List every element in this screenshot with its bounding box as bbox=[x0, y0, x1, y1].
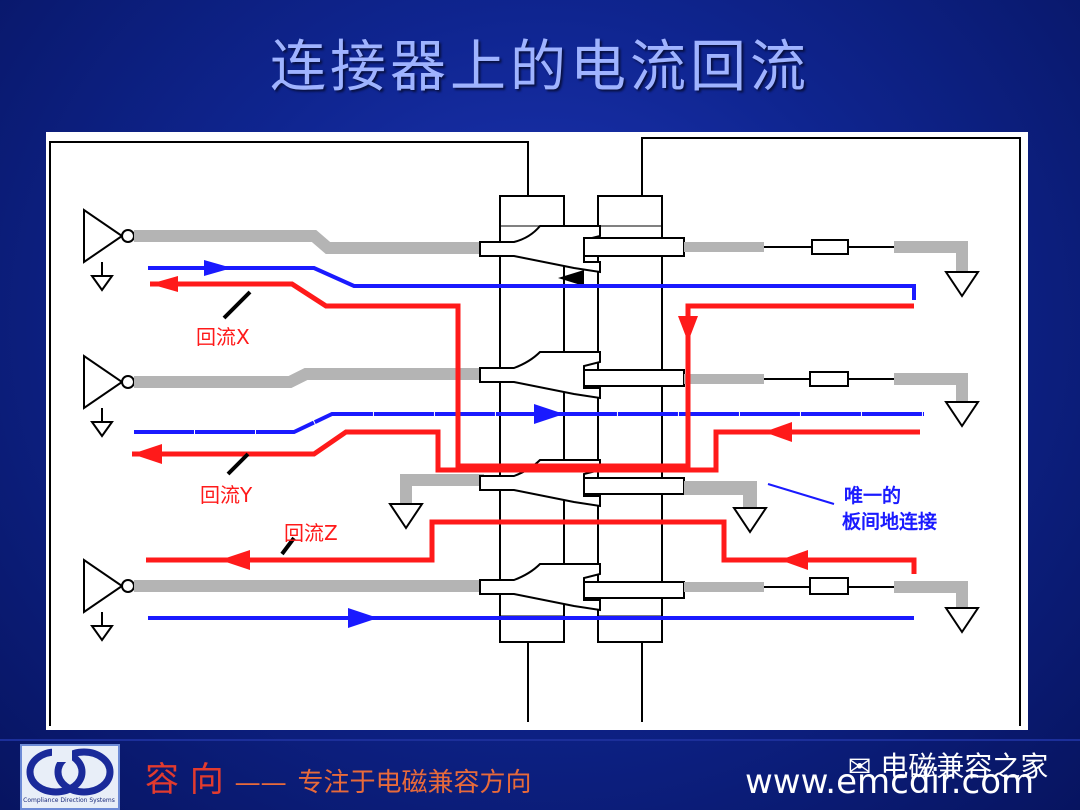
logo-tagline: Compliance Direction Systems bbox=[23, 797, 115, 804]
load-1 bbox=[811, 239, 849, 255]
slogan: 容 向 —— 专注于电磁兼容方向 bbox=[145, 752, 531, 801]
trace-2-left bbox=[134, 368, 484, 388]
ground-shared-left bbox=[388, 503, 424, 530]
pin-1-female bbox=[583, 237, 685, 257]
pin-3-male bbox=[479, 563, 601, 612]
label-return-y: 回流Y bbox=[200, 483, 253, 507]
logo-mark-icon bbox=[26, 746, 114, 796]
label-return-z: 回流Z bbox=[284, 521, 338, 545]
ground-trace-left bbox=[400, 474, 484, 504]
pin-2-male bbox=[479, 351, 601, 400]
slogan-dash: —— bbox=[234, 768, 287, 798]
load-2 bbox=[809, 371, 849, 387]
return-z bbox=[146, 519, 917, 574]
footer bbox=[0, 736, 1080, 810]
slogan-brand: 容 向 bbox=[145, 760, 224, 800]
return-currents bbox=[132, 276, 920, 574]
leader-y bbox=[226, 452, 250, 476]
driver-2 bbox=[83, 354, 135, 438]
return-y bbox=[132, 429, 920, 473]
signal-y bbox=[134, 412, 924, 434]
driver-1 bbox=[83, 208, 135, 292]
pin-3-female bbox=[583, 581, 685, 599]
slide-title: 连接器上的电流回流 bbox=[270, 35, 810, 100]
footer-rule bbox=[0, 739, 1080, 741]
website-url[interactable]: www.emcdir.com bbox=[745, 762, 1035, 802]
ground-shared-right bbox=[732, 507, 768, 534]
ground-trace-right bbox=[684, 481, 757, 508]
watermark-text: 电磁兼容之家 bbox=[880, 750, 1049, 783]
watermark: ✉ 电磁兼容之家 bbox=[848, 745, 1048, 785]
ground-2-right bbox=[944, 401, 980, 428]
annotation-line-2: 板间地连接 bbox=[842, 510, 937, 533]
connector-diagram: 回流X 回流Y 回流Z 唯一的 板间地连接 bbox=[44, 130, 1030, 732]
leader-annotation bbox=[767, 483, 835, 505]
slogan-motto: 专注于电磁兼容方向 bbox=[297, 768, 532, 798]
label-return-x: 回流X bbox=[196, 325, 250, 349]
leader-x bbox=[222, 290, 252, 320]
signal-currents bbox=[134, 260, 924, 628]
ground-1-right bbox=[944, 271, 980, 298]
ground-3-right bbox=[944, 607, 980, 634]
signal-x bbox=[148, 266, 916, 300]
trace-1-left bbox=[134, 230, 484, 254]
driver-3 bbox=[83, 558, 135, 642]
connector-right-housing bbox=[597, 195, 663, 643]
diagram-svg: 回流X 回流Y 回流Z 唯一的 板间地连接 bbox=[46, 132, 1028, 730]
company-logo bbox=[20, 744, 120, 810]
pin-2-female bbox=[583, 369, 685, 387]
load-3 bbox=[809, 577, 849, 595]
pin-ground-female bbox=[583, 477, 685, 495]
leader-z bbox=[280, 536, 296, 556]
annotation-line-1: 唯一的 bbox=[844, 484, 901, 507]
wechat-icon: ✉ bbox=[848, 750, 872, 783]
pin-1-male bbox=[479, 225, 601, 274]
contact-1 bbox=[558, 270, 584, 286]
